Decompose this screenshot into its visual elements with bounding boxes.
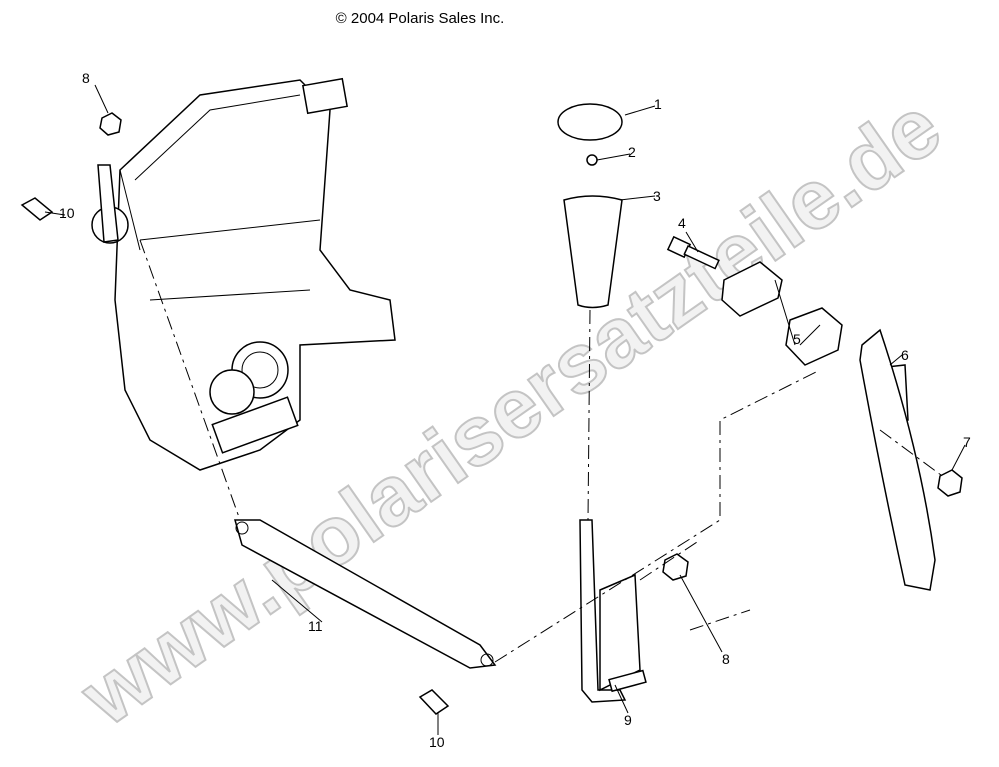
callout-3: 3 xyxy=(653,188,661,204)
nut-small xyxy=(586,154,598,166)
transmission xyxy=(91,77,396,471)
copyright-text: © 2004 Polaris Sales Inc. xyxy=(335,10,505,27)
nut-8-lower xyxy=(662,553,689,581)
callout-7: 7 xyxy=(963,434,971,450)
nut-8-upper xyxy=(99,112,122,136)
link-rod xyxy=(234,519,497,669)
callout-2: 2 xyxy=(628,144,636,160)
callout-9: 9 xyxy=(624,712,632,728)
bushing-2 xyxy=(785,307,843,366)
bolt-10-upper xyxy=(20,197,54,221)
shift-knob xyxy=(563,195,623,309)
bushing-1 xyxy=(721,261,783,317)
callout-8-upper: 8 xyxy=(82,70,90,86)
knob-cap xyxy=(557,103,623,141)
bracket xyxy=(859,328,936,591)
callout-11: 11 xyxy=(308,618,323,634)
callout-4: 4 xyxy=(678,215,686,231)
callout-1: 1 xyxy=(654,96,662,112)
nut-7 xyxy=(937,469,963,497)
callout-8-lower: 8 xyxy=(722,651,730,667)
callout-10-upper: 10 xyxy=(59,205,75,221)
bolt-10-lower xyxy=(418,689,450,715)
callout-6: 6 xyxy=(901,347,909,363)
callout-5: 5 xyxy=(793,331,801,347)
callout-10-lower: 10 xyxy=(429,734,445,750)
shift-lever xyxy=(579,519,647,703)
bolt xyxy=(666,235,720,270)
shift-arm xyxy=(97,164,119,243)
